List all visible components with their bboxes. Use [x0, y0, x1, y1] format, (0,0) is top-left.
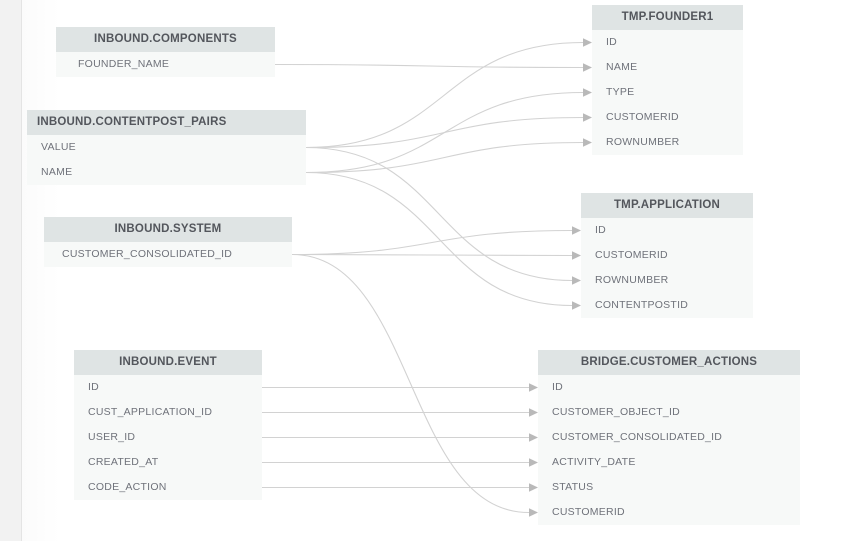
field-ap_id[interactable]: ID — [595, 224, 606, 236]
node-fields-inbound_contentpost_pairs: VALUE NAME — [27, 135, 306, 185]
field-ic_founder_name[interactable]: FOUNDER_NAME — [78, 58, 170, 70]
edge-cp_value-to-ap_rownumber — [305, 146, 573, 282]
node-fields-tmp_application: ID CUSTOMERID ROWNUMBER CONTENTPOSTID — [581, 218, 753, 318]
node-title-tmp_founder1: TMP.FOUNDER1 — [592, 5, 743, 30]
node-title-inbound_event: INBOUND.EVENT — [74, 350, 262, 375]
node-fields-tmp_founder1: ID NAME TYPE CUSTOMERID ROWNUMBER — [592, 30, 743, 155]
arrowhead-icon — [583, 138, 592, 147]
arrowhead-icon — [529, 408, 538, 417]
field-f1_id[interactable]: ID — [606, 36, 617, 48]
edge-sys_customer_consolidated_id-to-ap_id — [291, 229, 573, 256]
field-bc_activity_date[interactable]: ACTIVITY_DATE — [552, 456, 636, 468]
node-fields-inbound_system: CUSTOMER_CONSOLIDATED_ID — [44, 242, 292, 267]
edge-ic_founder_name-to-f1_name — [274, 63, 584, 69]
node-inbound_event[interactable]: INBOUND.EVENT ID CUST_APPLICATION_ID USER_I… — [74, 350, 262, 500]
field-f1_customerid[interactable]: CUSTOMERID — [606, 111, 679, 123]
arrowhead-icon — [529, 458, 538, 467]
arrowhead-icon — [572, 251, 581, 260]
field-cp_name[interactable]: NAME — [41, 166, 73, 178]
node-title-inbound_components: INBOUND.COMPONENTS — [56, 27, 275, 52]
node-tmp_application[interactable]: TMP.APPLICATION ID CUSTOMERID ROWNUMBER CONT… — [581, 193, 753, 318]
arrowhead-icon — [572, 226, 581, 235]
arrowhead-icon — [583, 113, 592, 122]
edge-cp_value-to-f1_id — [305, 41, 584, 149]
arrowhead-icon — [572, 301, 581, 310]
field-ev_cust_application_id[interactable]: CUST_APPLICATION_ID — [88, 406, 213, 418]
field-f1_name[interactable]: NAME — [606, 61, 638, 73]
node-inbound_components[interactable]: INBOUND.COMPONENTS FOUNDER_NAME — [56, 27, 275, 77]
node-fields-bridge_customer_actions: ID CUSTOMER_OBJECT_ID CUSTOMER_CONSOLIDATE… — [538, 375, 800, 525]
arrowhead-icon — [583, 38, 592, 47]
edge-cp_value-to-f1_customerid — [305, 116, 584, 149]
arrowhead-icon — [583, 88, 592, 97]
field-ap_customerid[interactable]: CUSTOMERID — [595, 249, 668, 261]
node-inbound_system[interactable]: INBOUND.SYSTEM CUSTOMER_CONSOLIDATED_ID — [44, 217, 292, 267]
field-ap_contentpostid[interactable]: CONTENTPOSTID — [595, 299, 689, 311]
node-fields-inbound_components: FOUNDER_NAME — [56, 52, 275, 77]
arrowhead-icon — [529, 433, 538, 442]
node-fields-inbound_event: ID CUST_APPLICATION_ID USER_ID CREATED_AT CO… — [74, 375, 262, 500]
node-title-inbound_system: INBOUND.SYSTEM — [44, 217, 292, 242]
field-ev_user_id[interactable]: USER_ID — [88, 431, 136, 443]
field-ev_created_at[interactable]: CREATED_AT — [88, 456, 159, 468]
node-title-tmp_application: TMP.APPLICATION — [581, 193, 753, 218]
edge-cp_name-to-f1_rownumber — [305, 141, 584, 174]
field-sys_customer_consolidated_id[interactable]: CUSTOMER_CONSOLIDATED_ID — [62, 248, 233, 260]
arrowhead-icon — [529, 383, 538, 392]
field-ev_id[interactable]: ID — [88, 381, 99, 393]
arrowhead-icon — [583, 63, 592, 72]
edge-cp_name-to-ap_contentpostid — [305, 171, 573, 307]
field-ev_code_action[interactable]: CODE_ACTION — [88, 481, 167, 493]
field-bc_customer_consolidated_id[interactable]: CUSTOMER_CONSOLIDATED_ID — [552, 431, 723, 443]
field-f1_rownumber[interactable]: ROWNUMBER — [606, 136, 680, 148]
field-bc_id[interactable]: ID — [552, 381, 563, 393]
field-bc_status[interactable]: STATUS — [552, 481, 594, 493]
edge-sys_customer_consolidated_id-to-ap_customerid — [291, 253, 573, 257]
arrowhead-icon — [529, 483, 538, 492]
node-bridge_customer_actions[interactable]: BRIDGE.CUSTOMER_ACTIONS ID CUSTOMER_OBJECT… — [538, 350, 800, 525]
arrowhead-icon — [572, 276, 581, 285]
edge-cp_name-to-f1_type — [305, 91, 584, 174]
node-inbound_contentpost_pairs[interactable]: INBOUND.CONTENTPOST_PAIRS VALUE NAME — [27, 110, 306, 185]
field-bc_customerid[interactable]: CUSTOMERID — [552, 506, 625, 518]
field-cp_value[interactable]: VALUE — [41, 141, 76, 153]
node-title-bridge_customer_actions: BRIDGE.CUSTOMER_ACTIONS — [538, 350, 800, 375]
field-f1_type[interactable]: TYPE — [606, 86, 635, 98]
field-bc_customer_object_id[interactable]: CUSTOMER_OBJECT_ID — [552, 406, 680, 418]
field-ap_rownumber[interactable]: ROWNUMBER — [595, 274, 669, 286]
edge-sys_customer_consolidated_id-to-bc_customerid — [291, 253, 530, 514]
arrowhead-icon — [529, 508, 538, 517]
node-title-inbound_contentpost_pairs: INBOUND.CONTENTPOST_PAIRS — [27, 110, 306, 135]
